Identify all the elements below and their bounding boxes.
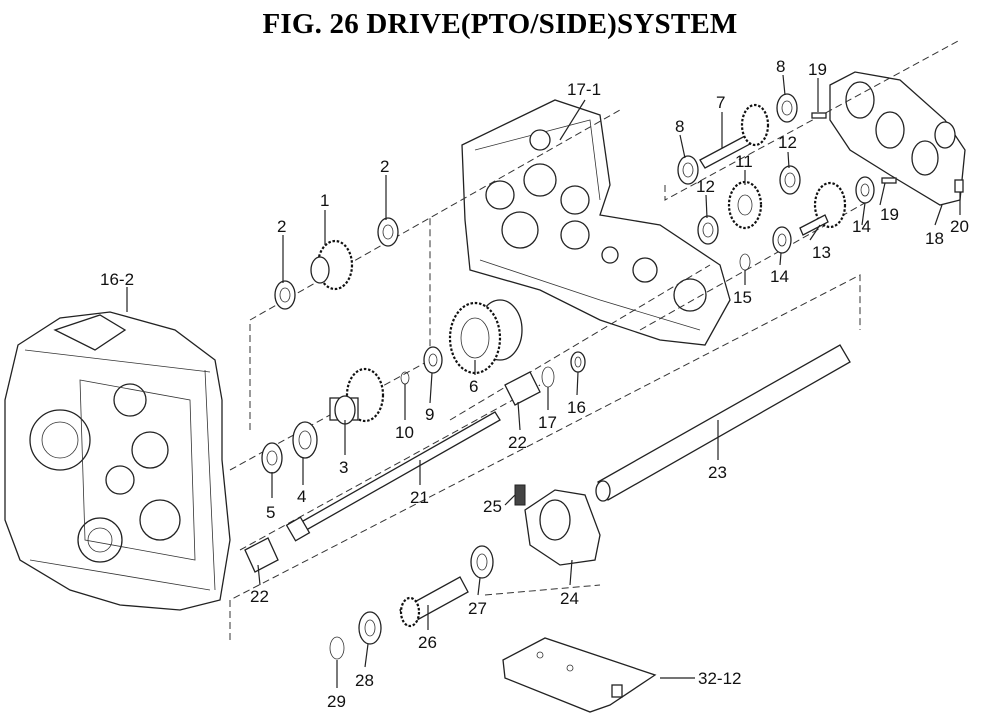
bearing-14a (772, 226, 792, 254)
leader-lines (126, 74, 961, 688)
gear-13 (799, 181, 847, 236)
label-22b: 22 (250, 587, 269, 606)
label-2b: 2 (380, 157, 389, 176)
label-9: 9 (425, 405, 434, 424)
plate-32-12 (502, 637, 657, 713)
label-2a: 2 (277, 217, 286, 236)
bearing-2b (377, 217, 399, 247)
label-26: 26 (418, 633, 437, 652)
label-32-12: 32-12 (698, 669, 741, 688)
bearing-27 (470, 545, 494, 579)
bolt-20 (954, 179, 964, 193)
bearing-28 (358, 611, 382, 645)
bearing-12a (697, 215, 719, 245)
pin-19b (881, 177, 897, 184)
label-5: 5 (266, 503, 275, 522)
bolt-25 (514, 484, 526, 506)
label-22a: 22 (508, 433, 527, 452)
bearing-4 (292, 421, 318, 459)
label-17: 17 (538, 413, 557, 432)
bearing-8a (677, 155, 699, 185)
clutch-6 (448, 299, 523, 375)
shaft-7 (699, 103, 770, 169)
sleeve-22b (244, 537, 279, 573)
label-19a: 19 (808, 60, 827, 79)
part-labels: 16-2 1 2 2 3 4 5 6 7 8 8 9 10 11 12 12 1… (100, 57, 969, 711)
label-10: 10 (395, 423, 414, 442)
label-12b: 12 (778, 133, 797, 152)
label-4: 4 (297, 487, 306, 506)
label-14b: 14 (770, 267, 789, 286)
label-24: 24 (560, 589, 579, 608)
label-3: 3 (339, 458, 348, 477)
label-6: 6 (469, 377, 478, 396)
label-29: 29 (327, 692, 346, 711)
label-20: 20 (950, 217, 969, 236)
label-8b: 8 (776, 57, 785, 76)
label-21: 21 (410, 488, 429, 507)
label-14a: 14 (852, 217, 871, 236)
label-15: 15 (733, 288, 752, 307)
bearing-14b (855, 176, 875, 204)
sleeve-22a (504, 371, 541, 406)
pin-19a (811, 112, 827, 119)
label-18: 18 (925, 229, 944, 248)
label-23: 23 (708, 463, 727, 482)
transmission-case-16-2 (4, 311, 231, 611)
cover-18 (829, 71, 966, 206)
label-27: 27 (468, 599, 487, 618)
label-11: 11 (735, 152, 753, 171)
gear-11 (727, 180, 763, 230)
seal-16 (570, 351, 586, 373)
gear-3 (329, 367, 385, 425)
label-8a: 8 (675, 117, 684, 136)
tube-23 (595, 344, 851, 502)
oring-17 (541, 366, 555, 388)
shaft-26 (399, 576, 469, 628)
bearing-9 (423, 346, 443, 374)
snap-ring-29 (329, 636, 345, 660)
label-17-1: 17-1 (567, 80, 601, 99)
bearing-12b (779, 165, 801, 195)
gear-1 (310, 239, 354, 291)
label-16: 16 (567, 398, 586, 417)
bearing-5 (261, 442, 283, 474)
label-12a: 12 (696, 177, 715, 196)
shaft-21 (285, 411, 501, 542)
snap-ring-15 (739, 253, 751, 271)
label-28: 28 (355, 671, 374, 690)
label-16-2: 16-2 (100, 270, 134, 289)
bracket-24 (524, 489, 601, 566)
label-25: 25 (483, 497, 502, 516)
bearing-8b (776, 93, 798, 123)
figure-title: FIG. 26 DRIVE(PTO/SIDE)SYSTEM (262, 8, 738, 40)
label-1: 1 (320, 191, 329, 210)
label-19b: 19 (880, 205, 899, 224)
label-7: 7 (716, 93, 725, 112)
bearing-2a (274, 280, 296, 310)
label-13: 13 (812, 243, 831, 262)
